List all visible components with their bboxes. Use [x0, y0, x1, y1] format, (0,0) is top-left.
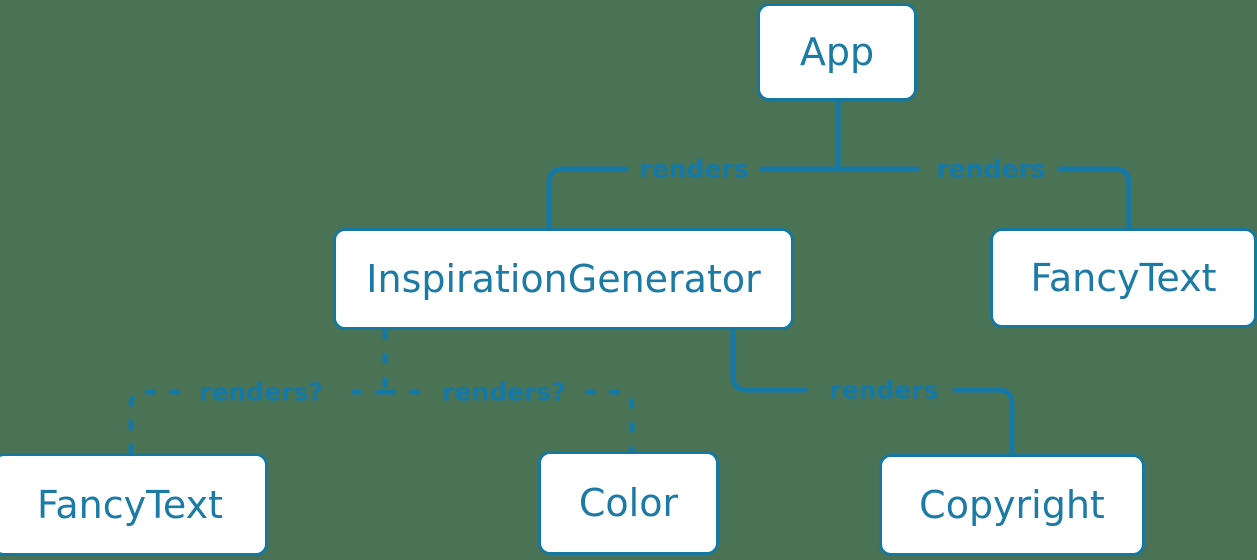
node-fancytext-right-label: FancyText [1030, 256, 1217, 300]
node-copyright[interactable]: Copyright [879, 454, 1145, 556]
edge-label-app-to-fancytext: renders [936, 154, 1046, 184]
edge-inspirationgenerator-to-copyright-seg-right [952, 387, 1015, 457]
node-fancytext-bottom-label: FancyText [37, 482, 223, 527]
edge-label-inspirationgenerator-to-fancytext-bottom: renders? [199, 377, 323, 407]
edge-label-inspirationgenerator-to-copyright: renders [829, 375, 939, 405]
edge-inspirationgenerator-to-color-seg-b [585, 389, 635, 451]
edge-label-app-to-inspirationgenerator: renders [639, 154, 749, 184]
edge-label-inspirationgenerator-to-color: renders? [442, 377, 566, 407]
edge-app-to-inspirationgenerator-seg-left [546, 166, 629, 231]
node-fancytext-right[interactable]: FancyText [990, 228, 1257, 328]
node-inspiration-generator-label: InspirationGenerator [366, 257, 761, 301]
node-inspiration-generator[interactable]: InspirationGenerator [333, 228, 794, 330]
node-app-label: App [799, 30, 875, 74]
node-copyright-label: Copyright [919, 483, 1105, 527]
edge-app-to-fancytext-seg-right [1057, 166, 1132, 231]
node-app[interactable]: App [757, 3, 917, 101]
edge-inspirationgenerator-to-copyright-seg-left [730, 327, 808, 393]
edge-inspirationgenerator-to-fancytext-bottom-seg-b [128, 389, 180, 453]
node-fancytext-bottom[interactable]: FancyText [0, 453, 268, 556]
node-color-label: Color [578, 481, 679, 525]
node-color[interactable]: Color [538, 451, 719, 555]
